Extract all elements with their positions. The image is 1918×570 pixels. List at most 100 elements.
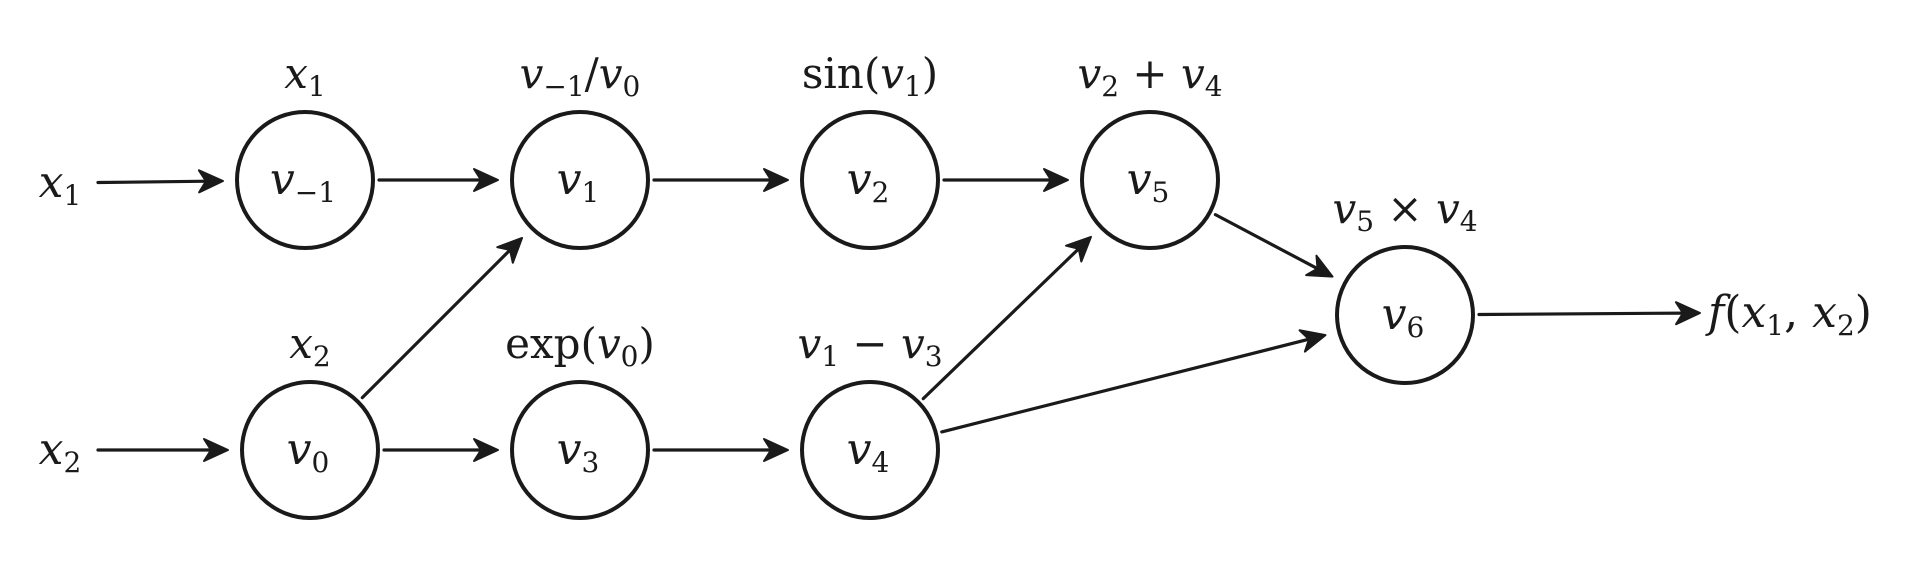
op-label-v1-part: 0 bbox=[623, 70, 641, 103]
op-label-v4-part: − bbox=[839, 319, 901, 368]
op-label-v2-part: ) bbox=[922, 49, 938, 98]
arrowhead-v5-v6 bbox=[1305, 254, 1334, 278]
op-label-v4: v1 − v3 bbox=[797, 319, 942, 373]
node-label-sub: 3 bbox=[582, 446, 600, 479]
arrowhead-v2-v5 bbox=[1043, 168, 1069, 192]
input-sub: 2 bbox=[64, 446, 82, 479]
output-label: f(x1, x2) bbox=[1705, 287, 1872, 342]
op-label-v1-part: / bbox=[585, 49, 600, 98]
input-sub: 1 bbox=[64, 179, 82, 212]
op-label-v1: v−1/v0 bbox=[520, 49, 641, 103]
edge-v0-v1 bbox=[360, 246, 514, 400]
edge-v4-v5 bbox=[921, 245, 1083, 401]
node-label-sub: 4 bbox=[872, 446, 890, 479]
op-label-v1-part: −1 bbox=[543, 70, 584, 103]
node-label-base: v bbox=[287, 424, 312, 475]
output-label-part: 2 bbox=[1837, 309, 1855, 342]
node-label-sub: 6 bbox=[1407, 311, 1425, 344]
op-label-v3-part: exp( bbox=[505, 319, 597, 368]
edge-v5-v6 bbox=[1213, 213, 1322, 272]
op-label-v4-part: 1 bbox=[821, 340, 839, 373]
op-label-v5-part: 4 bbox=[1205, 70, 1223, 103]
node-v1: v1 bbox=[510, 110, 650, 250]
node-label-base: v bbox=[1382, 289, 1407, 340]
op-label-v5: v2 + v4 bbox=[1077, 49, 1222, 103]
node-v5: v5 bbox=[1080, 110, 1220, 250]
node-vm1: v−1 bbox=[235, 110, 375, 250]
arrowhead-x2-v0 bbox=[203, 438, 229, 462]
input-x1: x1 bbox=[39, 157, 82, 212]
output-label-part: , bbox=[1784, 287, 1812, 338]
node-circle bbox=[1080, 110, 1220, 250]
op-label-v4-part: v bbox=[797, 319, 821, 368]
node-label-sub: 0 bbox=[312, 446, 330, 479]
output-label-part: x bbox=[1812, 287, 1837, 338]
arrowhead-x1-vm1 bbox=[197, 169, 225, 194]
node-label: v6 bbox=[1382, 289, 1425, 344]
op-label-v5-part: + bbox=[1119, 49, 1181, 98]
op-label-vm1-part: x bbox=[284, 49, 308, 98]
op-label-v1-part: v bbox=[599, 49, 623, 98]
node-label-base: v bbox=[557, 424, 582, 475]
edges-layer bbox=[96, 168, 1701, 462]
node-label-base: v bbox=[270, 154, 295, 205]
node-label: v2 bbox=[847, 154, 890, 209]
output-label-part: 1 bbox=[1766, 309, 1784, 342]
op-label-v3-part: ) bbox=[639, 319, 655, 368]
node-label: v−1 bbox=[270, 154, 336, 209]
node-label: v1 bbox=[557, 154, 600, 209]
node-label-base: v bbox=[847, 154, 872, 205]
op-label-v5-part: v bbox=[1181, 49, 1205, 98]
edge-x1-vm1 bbox=[96, 179, 211, 185]
op-label-v0-part: x bbox=[289, 319, 313, 368]
node-label-base: v bbox=[1127, 154, 1152, 205]
op-label-v3: exp(v0) bbox=[505, 319, 655, 373]
input-base: x bbox=[39, 424, 64, 475]
op-label-v0: x2 bbox=[289, 319, 331, 373]
op-label-vm1-part: 1 bbox=[308, 70, 326, 103]
op-label-v5-part: 2 bbox=[1101, 70, 1119, 103]
node-circle bbox=[235, 110, 375, 250]
output-label-part: x bbox=[1741, 287, 1766, 338]
op-label-v3-part: v bbox=[597, 319, 621, 368]
node-v0: v0 bbox=[240, 380, 380, 520]
op-label-vm1: x1 bbox=[284, 49, 326, 103]
arrowhead-v1-v2 bbox=[763, 168, 789, 192]
op-label-v6-part: 4 bbox=[1460, 205, 1478, 238]
node-v2: v2 bbox=[800, 110, 940, 250]
node-circle bbox=[800, 380, 940, 520]
op-label-v6: v5 × v4 bbox=[1332, 184, 1477, 238]
arrowhead-v6-out bbox=[1674, 301, 1701, 326]
op-label-v3-part: 0 bbox=[621, 340, 639, 373]
node-label-sub: 2 bbox=[872, 176, 890, 209]
node-v3: v3 bbox=[510, 380, 650, 520]
op-label-v2: sin(v1) bbox=[802, 49, 938, 103]
node-label: v3 bbox=[557, 424, 600, 479]
node-label-sub: −1 bbox=[295, 176, 336, 209]
output-label-part: ) bbox=[1855, 287, 1872, 338]
op-label-v0-part: 2 bbox=[313, 340, 331, 373]
node-label: v4 bbox=[847, 424, 890, 479]
node-label: v5 bbox=[1127, 154, 1170, 209]
node-label-base: v bbox=[557, 154, 582, 205]
input-x2: x2 bbox=[39, 424, 82, 479]
node-circle bbox=[510, 380, 650, 520]
edge-v6-out bbox=[1477, 311, 1688, 317]
node-circle bbox=[1335, 245, 1475, 385]
node-v6: v6 bbox=[1335, 245, 1475, 385]
arrowhead-v4-v5 bbox=[1065, 235, 1092, 263]
input-base: x bbox=[39, 157, 64, 208]
op-label-v1-part: v bbox=[520, 49, 544, 98]
output-label-part: ( bbox=[1724, 287, 1741, 338]
op-label-v6-part: 5 bbox=[1356, 205, 1374, 238]
op-label-v5-part: v bbox=[1077, 49, 1101, 98]
node-circle bbox=[510, 110, 650, 250]
node-v4: v4 bbox=[800, 380, 940, 520]
op-label-v6-part: v bbox=[1332, 184, 1356, 233]
arrowhead-v4-v6 bbox=[1298, 329, 1327, 353]
node-label-sub: 5 bbox=[1152, 176, 1170, 209]
node-circle bbox=[240, 380, 380, 520]
